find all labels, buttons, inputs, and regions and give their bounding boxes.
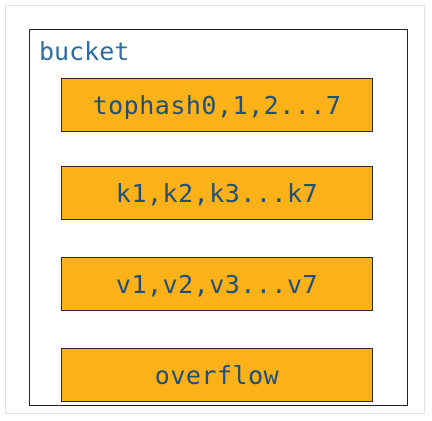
- bucket-label: bucket: [39, 37, 130, 66]
- values-field: v1,v2,v3...v7: [61, 257, 373, 311]
- values-field-label: v1,v2,v3...v7: [115, 269, 319, 299]
- keys-field-label: k1,k2,k3...k7: [115, 178, 319, 208]
- image-frame: bucket tophash0,1,2...7 k1,k2,k3...k7 v1…: [5, 5, 425, 414]
- keys-field: k1,k2,k3...k7: [61, 166, 373, 220]
- tophash-field-label: tophash0,1,2...7: [92, 90, 342, 120]
- bucket-container: bucket tophash0,1,2...7 k1,k2,k3...k7 v1…: [29, 29, 408, 406]
- overflow-field: overflow: [61, 348, 373, 402]
- overflow-field-label: overflow: [154, 360, 280, 390]
- tophash-field: tophash0,1,2...7: [61, 78, 373, 132]
